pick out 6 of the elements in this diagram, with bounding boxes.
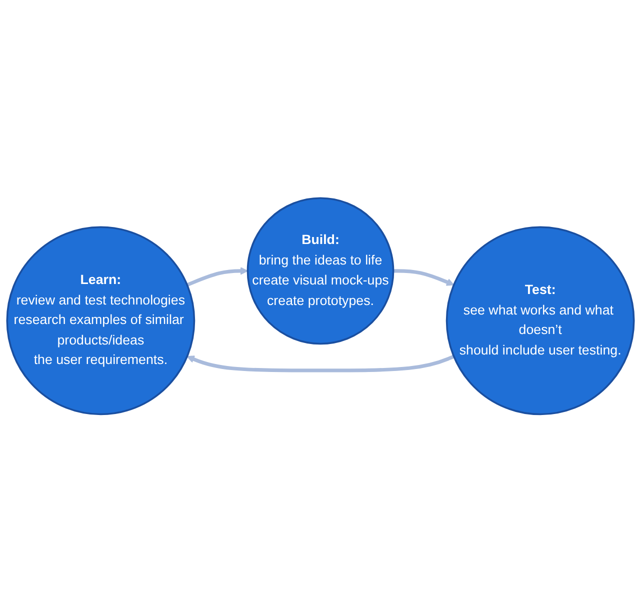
arrow [186, 354, 455, 372]
arrow [393, 268, 454, 286]
arrow [186, 266, 248, 286]
node-circle: Learn: review and test technologies research examples of similar products/ideas the user requirements. [6, 226, 196, 415]
node-circle: Build: bring the ideas to life create visual mock-ups create prototypes. [246, 197, 394, 344]
node-circle: Test: see what works and what doesn’t should include user testing. [446, 226, 635, 415]
